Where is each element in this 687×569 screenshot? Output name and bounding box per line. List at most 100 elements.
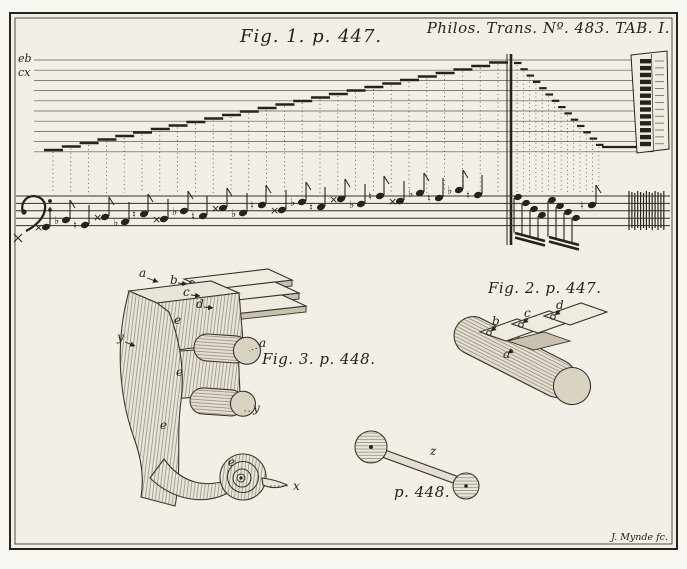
keyboard-key	[640, 86, 651, 91]
fig2-board-b-hole	[486, 330, 492, 336]
fig2-arrow-d	[554, 309, 561, 316]
accidental-glyph: ♮	[250, 199, 254, 212]
fig2-cylinder-group: b c d a	[453, 298, 609, 406]
note-head	[257, 201, 267, 209]
fig2-label-a: a	[503, 347, 510, 361]
accidental-glyph: ×	[152, 213, 161, 226]
engraver-credit: J. Mynde fc.	[609, 532, 668, 543]
fig3-arrow-a	[146, 277, 159, 283]
note-flag	[108, 196, 115, 206]
note-head	[395, 197, 405, 205]
fig1-step-lines	[44, 61, 652, 152]
note-head	[454, 186, 464, 194]
journal-reference: Philos. Trans. Nº. 483. TAB. I.	[426, 19, 670, 37]
note-head	[100, 213, 110, 221]
accidental-glyph: ♭	[54, 214, 59, 227]
scroll-curl-center	[239, 476, 243, 480]
scroll-curl-ring3	[232, 468, 252, 488]
note-head	[473, 191, 483, 199]
accidental-glyph: ×	[329, 193, 338, 206]
keyboard-key	[640, 114, 651, 119]
note-head	[41, 223, 51, 231]
note-head	[538, 211, 546, 219]
spinner-disk-right-center	[464, 484, 468, 488]
keyboard-key	[640, 134, 651, 140]
plate-border-inner	[14, 17, 673, 545]
staff-notes: ×♭♮×♭♮×♭♮×♭♮×♭♮×♭♮×♭♮♭♮♮	[34, 169, 602, 251]
note-head	[548, 196, 556, 204]
accidental-glyph: ♮	[309, 201, 313, 214]
note-flag	[187, 190, 194, 200]
accidental-glyph: ♭	[290, 196, 295, 209]
note-flag	[423, 172, 430, 182]
fig3-label-x: x	[293, 479, 300, 493]
fig1-label-eb: eb	[18, 52, 32, 65]
keyboard-key	[640, 59, 651, 64]
keyboard-key	[640, 128, 651, 133]
beam	[514, 231, 546, 243]
accidental-glyph: ♭	[408, 187, 413, 200]
fig2-arrow-c	[522, 317, 529, 324]
note-head	[297, 198, 307, 206]
staff-lines	[16, 195, 670, 227]
fig3-scroll: a b c d y a y e e e e x	[116, 266, 309, 507]
fig2-board-d	[542, 302, 609, 326]
accidental-glyph: ♭	[349, 198, 354, 211]
note-head	[530, 205, 538, 213]
fig3-label-e4: e	[228, 455, 235, 469]
keyboard-keys	[640, 59, 664, 147]
note-head	[198, 212, 208, 220]
fig2-caption: Fig. 2. p. 447.	[487, 279, 601, 297]
accidental-glyph: ♮	[368, 190, 372, 203]
note-head	[80, 221, 90, 229]
fig2-label-d: d	[556, 298, 564, 312]
accidental-glyph: ♮	[73, 219, 77, 232]
fig3-leader-a-roller	[248, 347, 258, 352]
keyboard-key	[640, 107, 651, 112]
keyboard-divider	[651, 53, 654, 151]
fig3-label-d: d	[196, 297, 204, 311]
note-head	[316, 203, 326, 211]
scroll-curl-ring4	[236, 473, 246, 483]
fig3-label-e2: e	[176, 365, 183, 379]
note-head	[218, 204, 228, 212]
fig2-arrow-b	[490, 325, 497, 332]
accidental-glyph: ♮	[580, 199, 584, 212]
accidental-glyph: ♭	[172, 205, 177, 218]
scroll-curl-ring2	[227, 461, 259, 493]
accidental-glyph: ♭	[113, 216, 118, 229]
fig2-board-b-side	[506, 331, 572, 351]
fig3-label-y-left: y	[116, 330, 124, 344]
note-flag	[383, 175, 390, 185]
note-head	[564, 208, 572, 216]
fig2-board-c-hole	[518, 322, 524, 328]
accidental-glyph: ×	[93, 211, 102, 224]
fig3-label-e3: e	[160, 418, 167, 432]
keyboard-key	[640, 141, 651, 147]
keyboard-key	[640, 100, 651, 105]
scroll-curl-hatch	[220, 454, 266, 500]
beam	[548, 235, 580, 247]
keyboard-key	[640, 93, 651, 98]
spinner-disk-left-center	[369, 445, 373, 449]
fig3-arrow-b	[177, 280, 188, 287]
accidental-glyph: ♮	[191, 210, 195, 223]
roller-y	[189, 387, 256, 417]
note-head	[356, 200, 366, 208]
note-head	[277, 206, 287, 214]
accidental-glyph: ♭	[447, 184, 452, 197]
note-flag	[595, 184, 602, 194]
note-head	[375, 192, 385, 200]
note-head	[61, 216, 71, 224]
plate-border-outer	[9, 12, 678, 550]
note-head	[434, 194, 444, 202]
accidental-glyph: ♮	[427, 192, 431, 205]
note-flag	[265, 184, 272, 194]
fig3-caption: Fig. 3. p. 448.	[261, 350, 375, 368]
beam	[514, 236, 546, 247]
note-head	[238, 209, 248, 217]
fig1-keyboard	[630, 50, 670, 154]
fig2-cylinder	[453, 316, 592, 406]
note-head	[159, 215, 169, 223]
